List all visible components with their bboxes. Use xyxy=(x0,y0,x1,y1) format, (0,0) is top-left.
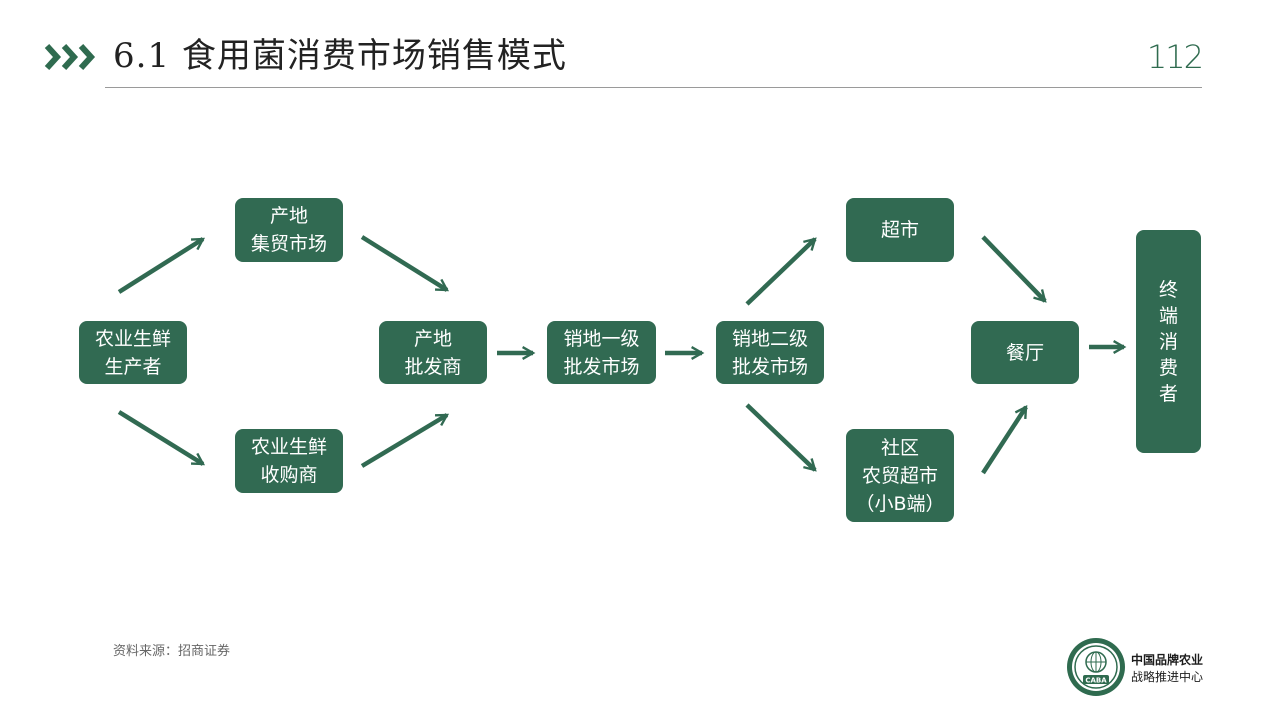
node-label: 费 xyxy=(1158,356,1178,379)
node-label: 者 xyxy=(1158,382,1178,405)
node-producer: 农业生鲜 生产者 xyxy=(79,321,187,384)
node-end-consumer: 终 端 消 费 者 xyxy=(1136,230,1201,453)
node-label: 批发市场 xyxy=(563,355,640,378)
arrow-secondary-to-community xyxy=(745,403,817,472)
node-label: 产地 xyxy=(413,327,452,350)
node-origin-market: 产地 集贸市场 xyxy=(235,198,343,262)
arrow-producer-to-origin-market xyxy=(117,237,206,294)
arrow-community-to-restaurant xyxy=(981,404,1028,475)
node-label: 集贸市场 xyxy=(250,233,327,255)
node-label: 收购商 xyxy=(260,464,318,486)
node-label: 终 xyxy=(1158,278,1178,301)
node-label: 农业生鲜 xyxy=(94,327,171,350)
page-title: 6.1 食用菌消费市场销售模式 xyxy=(113,36,567,76)
source-note: 资料来源：招商证券 xyxy=(113,644,231,659)
node-label: 社区 xyxy=(880,436,919,459)
node-label: 农贸超市 xyxy=(861,464,938,487)
page-number: 112 xyxy=(1146,38,1204,76)
logo-text: 中国品牌农业 战略推进中心 xyxy=(1131,652,1203,686)
arrow-secondary-to-supermarket xyxy=(745,237,817,306)
node-origin-wholesaler: 产地 批发商 xyxy=(379,321,487,384)
node-community-market: 社区 农贸超市 （小B端） xyxy=(846,429,954,522)
node-primary-wholesale: 销地一级 批发市场 xyxy=(547,321,656,384)
node-secondary-wholesale: 销地二级 批发市场 xyxy=(716,321,824,384)
node-label: 销地二级 xyxy=(731,327,808,350)
arrow-origin-market-to-wholesaler xyxy=(360,235,450,292)
caba-logo: CABA xyxy=(1067,638,1125,696)
node-restaurant: 餐厅 xyxy=(971,321,1079,384)
arrow-supermarket-to-restaurant xyxy=(981,235,1047,303)
arrow-producer-to-purchaser xyxy=(117,410,206,466)
node-label: 生产者 xyxy=(104,355,162,378)
node-label: 消 xyxy=(1158,330,1178,353)
node-supermarket: 超市 xyxy=(846,198,954,262)
node-label: 餐厅 xyxy=(1005,341,1044,364)
logo-line-2: 战略推进中心 xyxy=(1131,670,1204,684)
node-purchaser: 农业生鲜 收购商 xyxy=(235,429,343,493)
node-label: 产地 xyxy=(269,205,308,227)
node-label: 超市 xyxy=(880,219,919,241)
header-divider xyxy=(105,87,1202,88)
logo-line-1: 中国品牌农业 xyxy=(1131,653,1204,667)
node-label: 批发商 xyxy=(404,355,462,378)
node-label: 批发市场 xyxy=(731,355,808,378)
node-label: 端 xyxy=(1158,304,1178,327)
chevron-right-icon xyxy=(44,43,96,71)
node-label: （小B端） xyxy=(855,492,945,515)
node-label: 农业生鲜 xyxy=(250,436,327,458)
node-label: 销地一级 xyxy=(563,327,640,350)
arrow-purchaser-to-wholesaler xyxy=(360,413,450,468)
logo-badge-text: CABA xyxy=(1085,677,1107,685)
